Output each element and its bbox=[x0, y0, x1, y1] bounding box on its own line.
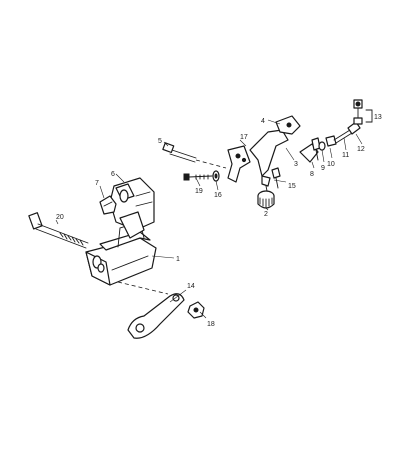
part-2-knob bbox=[257, 190, 275, 209]
part-16-washer bbox=[212, 170, 220, 182]
callout-14: 14 bbox=[187, 283, 195, 290]
part-19-screw bbox=[183, 173, 213, 181]
callout-5: 5 bbox=[158, 138, 162, 145]
callout-16: 16 bbox=[214, 192, 222, 199]
callout-19: 19 bbox=[195, 188, 203, 195]
callout-1: 1 bbox=[176, 256, 180, 263]
callout-9: 9 bbox=[321, 165, 325, 172]
callout-15: 15 bbox=[288, 183, 296, 190]
part-3-lever bbox=[249, 129, 289, 197]
part-7-cap bbox=[99, 195, 117, 215]
part-9-washer bbox=[318, 141, 326, 151]
part-14-link-arm bbox=[117, 281, 185, 339]
callout-13: 13 bbox=[374, 114, 382, 121]
part-15-screw bbox=[271, 167, 281, 189]
callout-20: 20 bbox=[56, 214, 64, 221]
callout-2: 2 bbox=[264, 211, 268, 218]
part-20-long-bolt bbox=[28, 212, 89, 249]
part-5-bolt bbox=[162, 142, 227, 169]
part-18-nut bbox=[187, 301, 205, 319]
callout-12: 12 bbox=[357, 146, 365, 153]
callout-4: 4 bbox=[261, 118, 265, 125]
callout-11: 11 bbox=[342, 152, 349, 159]
part-10-nut bbox=[325, 135, 337, 147]
callout-8: 8 bbox=[310, 171, 314, 178]
part-1-swivel-bracket bbox=[85, 221, 157, 286]
part-17-plate bbox=[227, 145, 251, 183]
part-13-ball-joint bbox=[353, 99, 373, 125]
callout-7: 7 bbox=[95, 180, 99, 187]
part-11-rod bbox=[333, 129, 353, 144]
callout-18: 18 bbox=[207, 321, 215, 328]
callout-6: 6 bbox=[111, 171, 115, 178]
part-6-clamp-body bbox=[109, 177, 155, 239]
leader-lines bbox=[55, 119, 363, 319]
callout-17: 17 bbox=[240, 134, 248, 141]
callout-10: 10 bbox=[327, 161, 335, 168]
callout-labels: 1 2 3 4 5 6 7 8 9 10 11 12 13 14 15 16 1… bbox=[56, 114, 382, 328]
callout-3: 3 bbox=[294, 161, 298, 168]
